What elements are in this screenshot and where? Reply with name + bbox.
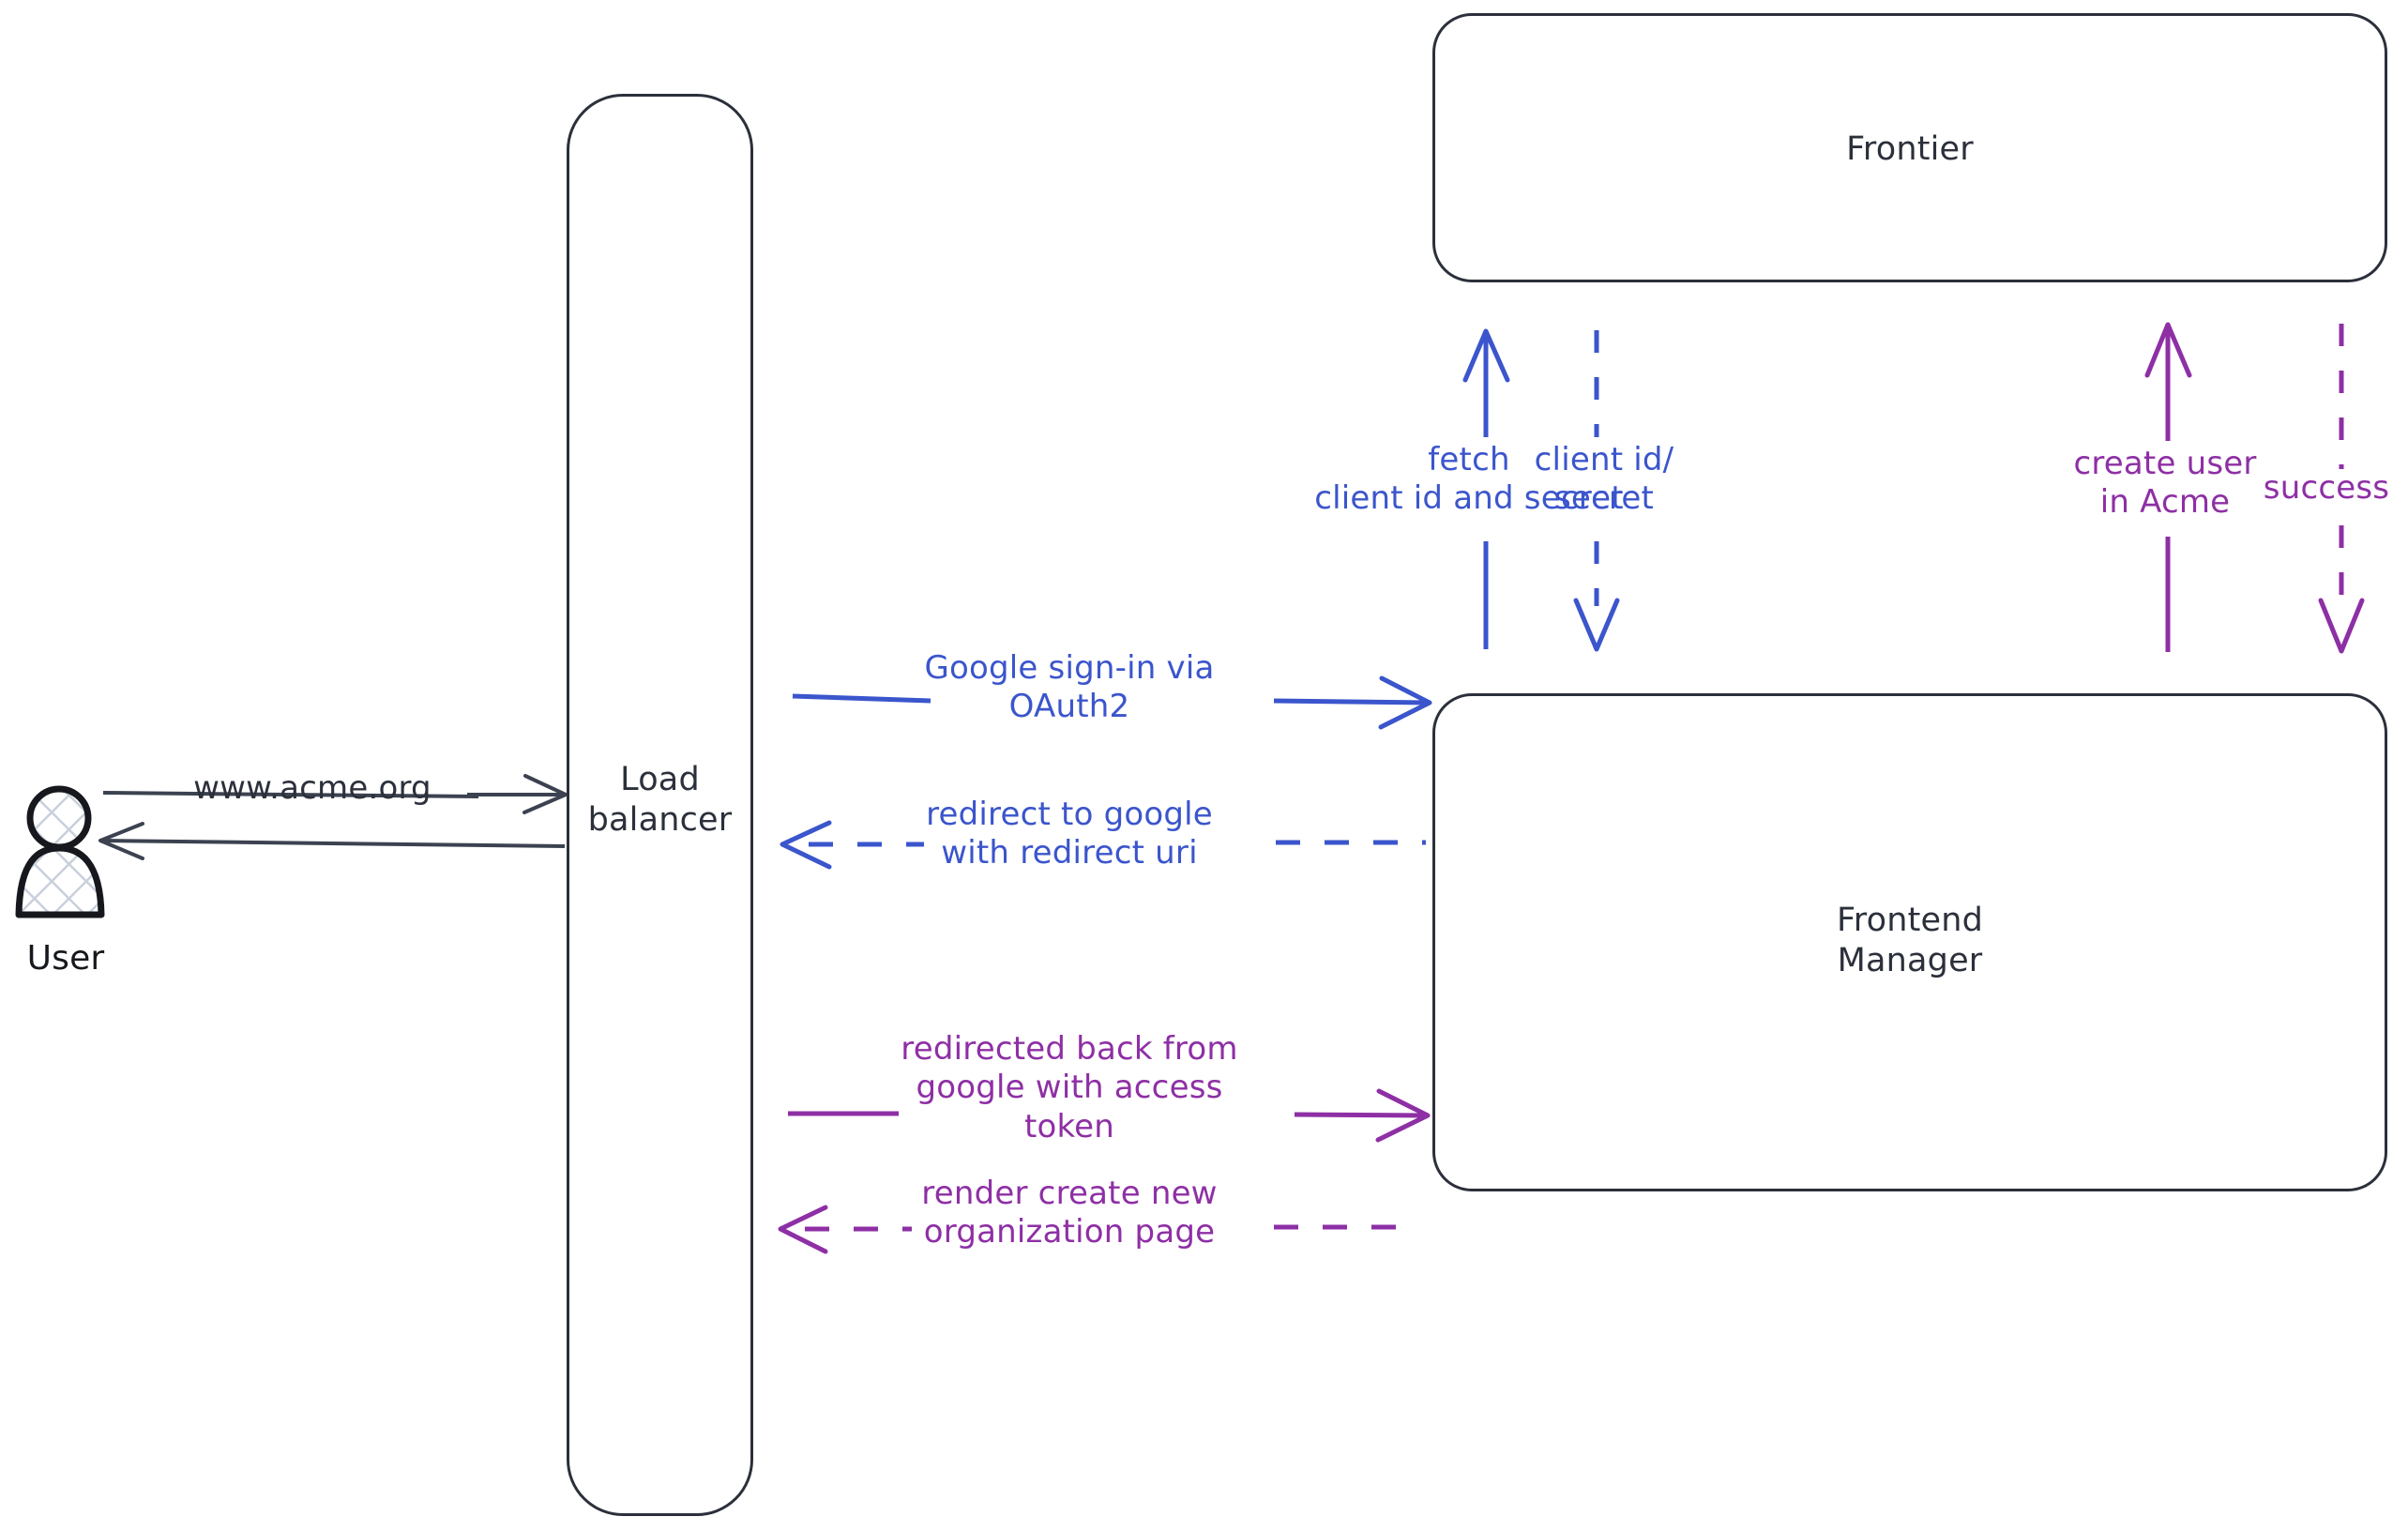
edge-lb-to-user: [98, 822, 566, 860]
edge-user-to-lb: [102, 774, 568, 814]
edge-render-create-org: [778, 1205, 1407, 1254]
edge-create-user-acme: [2144, 322, 2192, 652]
node-frontend-manager[interactable]: [1432, 693, 2387, 1191]
edge-redirect-to-google: [780, 820, 1426, 870]
edge-google-signin: [792, 675, 1432, 730]
edge-redirected-back-token: [788, 1088, 1431, 1143]
edge-fetch-client-secret: [1462, 328, 1510, 649]
user-actor-icon: [15, 785, 105, 918]
edge-client-id-secret: [1573, 330, 1620, 652]
node-load-balancer[interactable]: [567, 94, 753, 1516]
node-frontier[interactable]: [1432, 13, 2387, 282]
edge-success: [2318, 324, 2365, 654]
